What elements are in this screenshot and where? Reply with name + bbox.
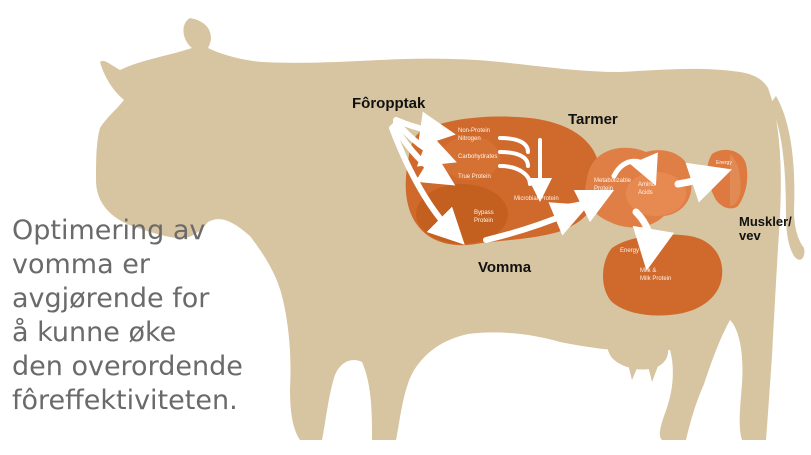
label-true-protein: True Protein	[458, 174, 491, 180]
label-rumen: Vomma	[478, 259, 532, 276]
label-feed-intake: Fôropptak	[352, 95, 426, 112]
label-metabolizable-2: Protein	[594, 186, 613, 192]
caption-text: Optimering av vomma er avgjørende for å …	[12, 214, 292, 418]
label-microbial-protein: Microbial Protein	[514, 196, 559, 202]
label-amino-2: Acids	[638, 190, 653, 196]
label-intestines: Tarmer	[568, 111, 618, 128]
label-npn-1: Non-Protein	[458, 128, 490, 134]
label-tissue: vev	[739, 228, 761, 243]
label-metabolizable-1: Metabolizable	[594, 178, 632, 184]
label-muscle: Muskler/	[739, 214, 792, 229]
caption-line-3: avgjørende for	[12, 282, 292, 316]
milk-organ	[603, 235, 722, 316]
caption-line-2: vomma er	[12, 248, 292, 282]
caption-line-6: fôreffektiviteten.	[12, 384, 292, 418]
label-energy-top: Energy	[716, 160, 732, 166]
label-milk-2: Milk Protein	[640, 276, 671, 282]
label-npn-2: Nitrogen	[458, 136, 481, 142]
caption-line-1: Optimering av	[12, 214, 292, 248]
label-amino-1: Amino	[638, 182, 656, 188]
label-energy-udder: Energy	[620, 248, 639, 254]
rumen-organ	[406, 117, 601, 246]
caption-line-5: den overordende	[12, 350, 292, 384]
label-milk-1: Milk &	[640, 268, 656, 274]
caption-line-4: å kunne øke	[12, 316, 292, 350]
label-bypass-1: Bypass	[474, 210, 494, 216]
label-bypass-2: Protein	[474, 218, 493, 224]
label-carbohydrates: Carbohydrates	[458, 154, 497, 160]
